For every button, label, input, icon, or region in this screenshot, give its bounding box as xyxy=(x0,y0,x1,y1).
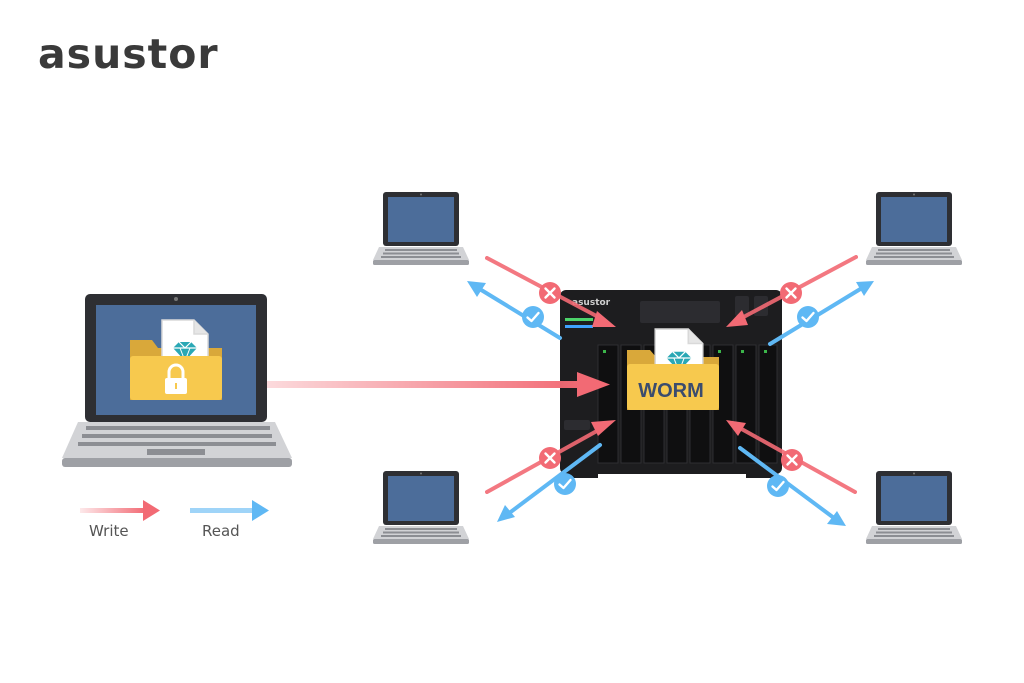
laptop-icon-top-right xyxy=(866,192,962,265)
legend-write-arrow xyxy=(80,500,160,521)
legend-write-label: Write xyxy=(89,522,129,540)
read-arrow-bottom-left xyxy=(506,443,602,516)
deny-icon xyxy=(779,281,803,305)
allow-icon xyxy=(766,474,790,498)
write-arrow-main xyxy=(226,372,610,397)
lock-icon xyxy=(165,363,187,394)
deny-icon xyxy=(538,446,562,470)
worm-label: WORM xyxy=(638,380,704,402)
laptop-icon-writer xyxy=(62,294,292,467)
brand-logo: asustor xyxy=(38,30,219,78)
legend-read-arrow xyxy=(190,500,269,521)
allow-icon xyxy=(553,472,577,496)
legend-read-label: Read xyxy=(202,522,240,540)
deny-icon xyxy=(538,281,562,305)
laptop-icon-bottom-right xyxy=(866,471,962,544)
worm-folder-icon: WORM xyxy=(627,328,719,410)
allow-icon xyxy=(796,305,820,329)
laptop-icon-top-left xyxy=(373,192,469,265)
laptop-icon-bottom-left xyxy=(373,471,469,544)
device-brand-label: asustor xyxy=(572,298,611,308)
read-arrow-top-left xyxy=(476,286,562,340)
deny-icon xyxy=(780,448,804,472)
allow-icon xyxy=(521,305,545,329)
